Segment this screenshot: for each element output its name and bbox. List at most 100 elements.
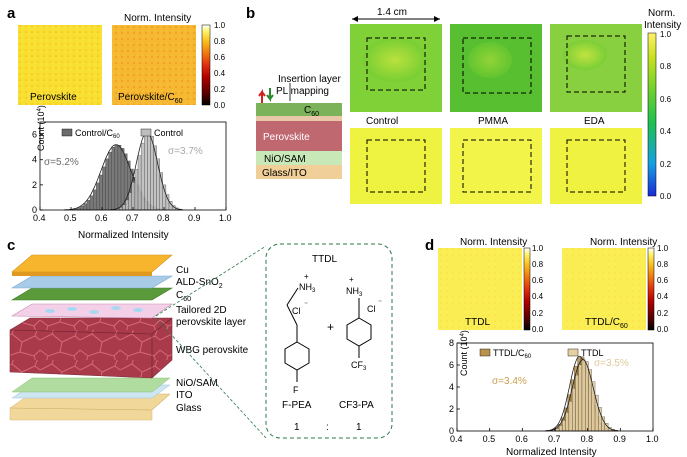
f-pea-nh3: NH3	[299, 282, 316, 294]
pl-map-perovskite-c60	[112, 25, 196, 105]
wbg-edges	[9, 317, 173, 378]
cb-a-tick-3: 0.6	[214, 53, 226, 62]
f-pea-f: F	[293, 385, 299, 395]
label-pmma: PMMA	[478, 116, 508, 127]
cb-d2-tick-4: 0.8	[657, 260, 669, 269]
hist-bar	[86, 200, 91, 211]
stack-c60-label: C60	[304, 105, 319, 118]
2d-layer-dots	[45, 306, 143, 314]
panel-letter-b: b	[246, 5, 255, 22]
hist-bar	[601, 416, 606, 432]
molecule-cf3-pa: NH3 + Cl ⁻ CF3	[346, 275, 382, 372]
stack-nio	[256, 151, 342, 165]
hist-bar	[165, 194, 170, 211]
f-pea-cl: Cl	[292, 306, 301, 316]
colorbar-d-title-left: Norm. Intensity	[460, 237, 527, 248]
histogram-d-xlabel: Normalized Intensity	[506, 447, 597, 457]
device-stack-b: Insertion layer PL mapping C60 Perovskit…	[256, 74, 342, 179]
legend-control-c60: Control/C60	[75, 128, 120, 140]
legend-swatch-ttdl	[567, 348, 579, 357]
pl-map-eda-top	[550, 24, 642, 112]
pl-map-pmma-bottom	[450, 128, 542, 204]
roi-control-bottom	[366, 139, 426, 193]
histogram-d-frame	[456, 342, 654, 432]
map-highlight-control	[363, 38, 427, 82]
layer-nio-3d	[11, 377, 171, 393]
molecules-box	[265, 243, 393, 439]
scale-bar: 1.4 cm	[352, 7, 440, 22]
hist-bar	[92, 189, 97, 211]
x-tick-label: 0.8	[581, 434, 594, 444]
sigma-control-c60: σ=5.2%	[44, 157, 79, 168]
hist-bar	[114, 144, 119, 211]
cb-d2-tick-5: 1.0	[657, 244, 669, 253]
y-tick-label: 2	[32, 180, 37, 190]
x-tick-label: 0.7	[548, 434, 561, 444]
cb-a-tick-5: 1.0	[214, 21, 226, 30]
label-wbg: WBG perovskite	[176, 345, 249, 356]
cf3-pa-charge: +	[349, 275, 354, 284]
label-eda: EDA	[584, 116, 605, 127]
colorbar-d-title-right: Norm. Intensity	[590, 237, 657, 248]
cf3-pa-nh3: NH3	[346, 286, 363, 298]
cf3-pa-cf3: CF3	[351, 360, 367, 372]
pl-map-ttdl-c60	[562, 248, 646, 330]
stack-glass-label: Glass/ITO	[262, 168, 307, 179]
cu-edge	[12, 272, 152, 276]
hist-bar	[147, 131, 151, 211]
histogram-d-ylabel: Count (104)	[459, 330, 469, 376]
hist-bar	[99, 174, 103, 211]
f-pea-chain	[286, 287, 299, 306]
ratio-colon: :	[326, 422, 329, 433]
hist-bar	[117, 145, 122, 211]
scale-bar-label: 1.4 cm	[377, 7, 407, 18]
legend-control: Control	[154, 128, 183, 138]
hist-bar	[575, 374, 579, 432]
legend-ttdl: TTDL	[581, 348, 604, 358]
colorbar-a	[201, 24, 211, 106]
map-label-perovskite-c60: Perovskite/C60	[118, 92, 183, 105]
pl-map-control-bottom	[350, 128, 442, 204]
label-nio: NiO/SAM	[176, 378, 218, 389]
pl-map-ttdl	[438, 248, 522, 330]
hist-bar	[572, 388, 576, 432]
colorbar-title-a: Norm. Intensity	[124, 13, 191, 24]
x-tick-label: 0.4	[450, 434, 463, 444]
x-tick-label: 0.9	[613, 434, 626, 444]
label-ald-sno2: ALD-SnO2	[176, 277, 223, 290]
x-tick-label: 1.0	[219, 213, 232, 223]
hist-bar	[558, 425, 563, 432]
map-label-ttdl: TTDL	[465, 317, 490, 328]
cb-a-tick-1: 0.2	[214, 85, 226, 94]
hist-bar	[144, 134, 148, 211]
y-tick-label: 6	[449, 360, 454, 370]
panel-c: c	[7, 237, 393, 439]
colorbar-d-right	[647, 247, 655, 331]
hist-bar	[125, 199, 129, 211]
hist-bar	[128, 192, 132, 211]
cf3-pa-cl: Cl	[367, 304, 376, 314]
cb-d-tick-4: 0.8	[532, 260, 544, 269]
hist-bar	[150, 135, 154, 211]
hist-bar	[137, 155, 142, 211]
f-pea-cl-charge: ⁻	[304, 300, 308, 309]
hist-bar	[598, 407, 602, 432]
f-pea-ring	[284, 341, 310, 371]
cb-d-tick-5: 1.0	[532, 244, 544, 253]
label-2d-line1: Tailored 2D	[176, 305, 227, 316]
legend-swatch-control	[140, 128, 152, 137]
cb-b-tick-4: 0.8	[660, 62, 672, 71]
legend-ttdl-c60: TTDL/C60	[493, 348, 532, 360]
stack-perovskite	[256, 121, 342, 151]
pl-arrow-up-icon	[258, 89, 266, 103]
pl-map-eda-bottom	[550, 128, 642, 204]
histogram-a-bars	[63, 131, 184, 211]
panel-letter-d: d	[425, 237, 434, 254]
plus-sign: +	[327, 320, 334, 334]
stack-insertion	[256, 116, 342, 121]
